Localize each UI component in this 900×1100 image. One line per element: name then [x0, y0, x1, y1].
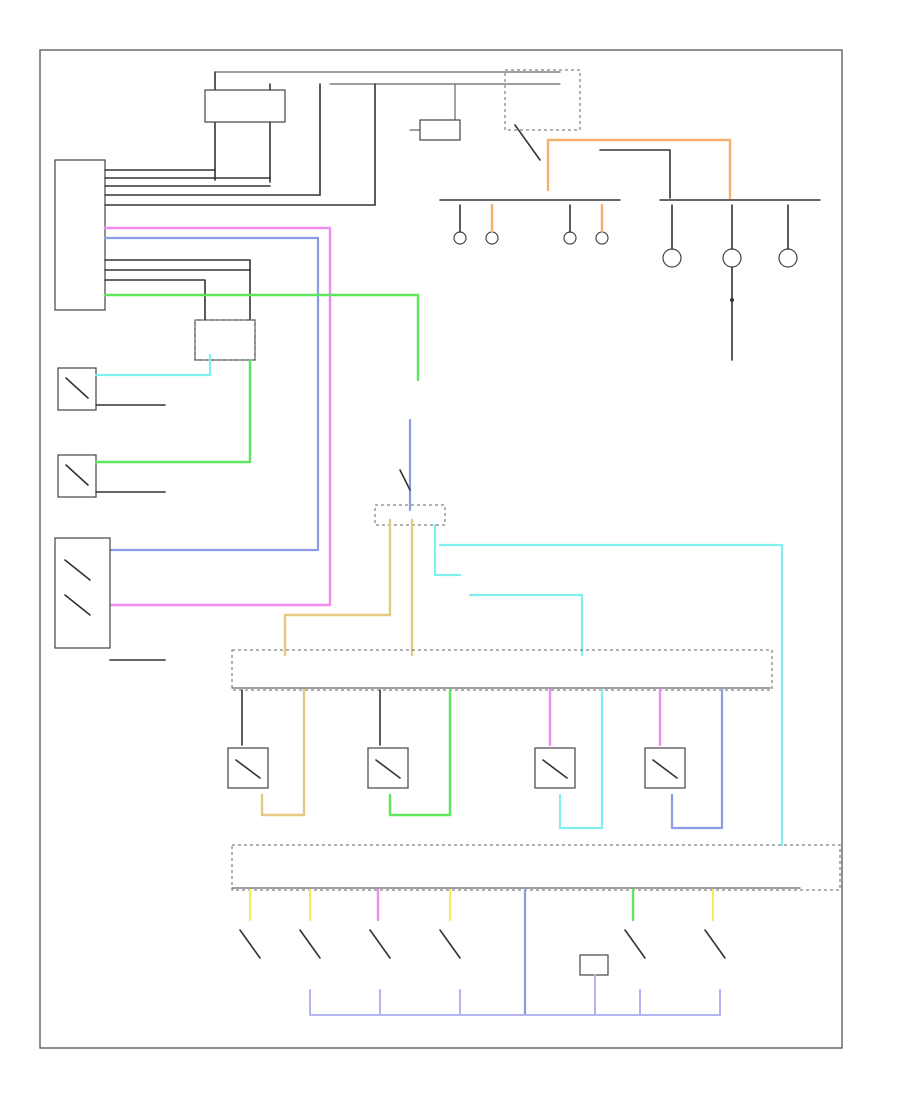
lamp-1 [453, 231, 467, 245]
lamp-6 [722, 248, 742, 268]
top-power-distribution [204, 69, 581, 206]
center-connector [374, 504, 446, 526]
relay-box [194, 319, 256, 361]
right-lamp-group [439, 199, 821, 361]
headlamp-switch [54, 537, 111, 649]
lamp-7 [778, 248, 798, 268]
door-switches-left [54, 353, 252, 661]
ignition-relay-dashed [504, 69, 581, 131]
lamp-4 [595, 231, 609, 245]
middle-module-bus [231, 649, 773, 830]
center-splice-area [283, 418, 784, 847]
sensor-box [579, 954, 609, 976]
relay-left [194, 319, 256, 361]
module-connector-left [54, 159, 106, 311]
fuse [419, 119, 461, 141]
lamp-5 [662, 248, 682, 268]
bottom-switches [239, 929, 726, 1016]
lamp-2 [485, 231, 499, 245]
middle-switches [227, 747, 686, 789]
bottom-connector [231, 844, 841, 891]
orange-circuit [546, 138, 732, 200]
diagram-border [39, 49, 843, 1049]
left-connector-bus [54, 159, 420, 607]
lamp-3 [563, 231, 577, 245]
bottom-module-bus [231, 844, 841, 1017]
fuse-block [204, 89, 286, 123]
